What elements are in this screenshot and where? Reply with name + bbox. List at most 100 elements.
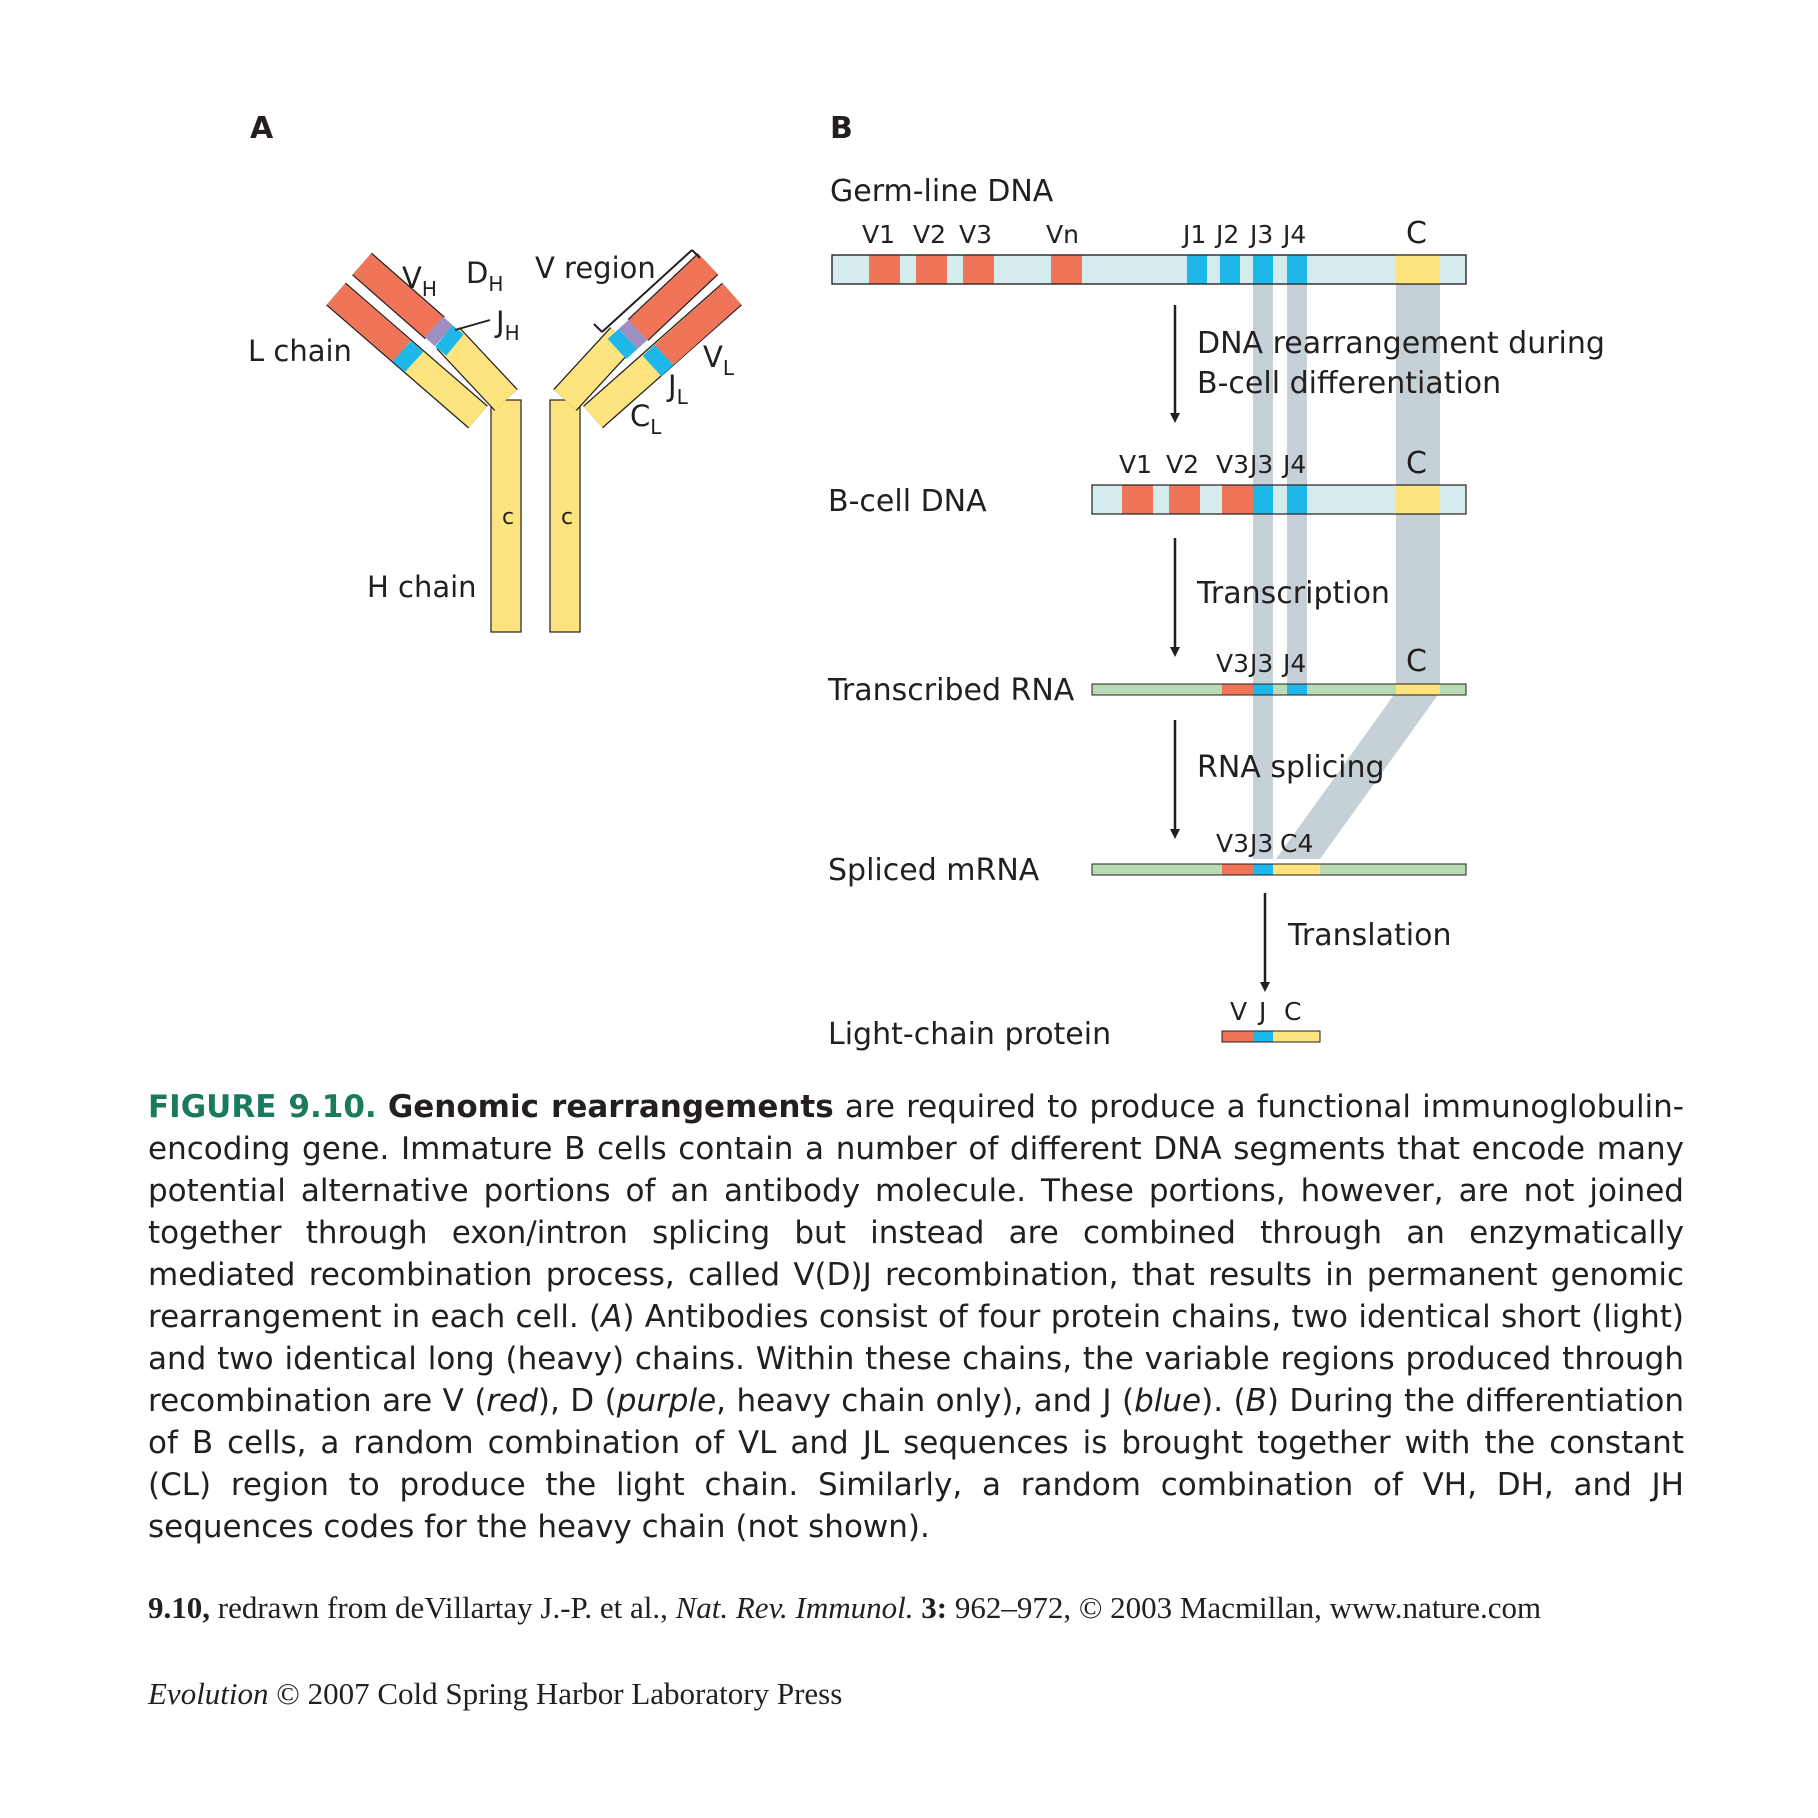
light-v-segment-right bbox=[654, 283, 742, 366]
dh-label: DH bbox=[466, 256, 503, 296]
heavy-constant-left-label: c bbox=[502, 505, 514, 530]
bcell-j3 bbox=[1253, 485, 1273, 514]
light-v-segment-left bbox=[327, 283, 411, 362]
protein-title: Light-chain protein bbox=[828, 1017, 1111, 1052]
v-region-bracket bbox=[601, 249, 701, 333]
germline-j1 bbox=[1187, 255, 1207, 284]
caption-text-5: ). ( bbox=[1201, 1383, 1246, 1419]
rna-j4-label: J4 bbox=[1281, 649, 1306, 678]
rna-j3-label: J3 bbox=[1248, 649, 1273, 678]
rna-title: Transcribed RNA bbox=[827, 673, 1075, 708]
heavy-constant-right-label: c bbox=[561, 505, 573, 530]
rna-v3-label: V3 bbox=[1216, 649, 1249, 678]
mrna-v3 bbox=[1222, 864, 1253, 875]
caption-text-3: ), D ( bbox=[537, 1383, 617, 1419]
protein-c bbox=[1273, 1031, 1320, 1042]
figure-credit: 9.10, redrawn from deVillartay J.-P. et … bbox=[148, 1590, 1541, 1626]
germline-v2-label: V2 bbox=[913, 220, 946, 249]
germline-j3 bbox=[1253, 255, 1273, 284]
protein-j bbox=[1253, 1031, 1273, 1042]
mrna-v3-label: V3 bbox=[1216, 829, 1249, 858]
jh-leader-line bbox=[454, 319, 491, 331]
vh-label: VH bbox=[402, 261, 437, 301]
protein-v-label: V bbox=[1230, 997, 1247, 1026]
light-j-segment-left bbox=[392, 340, 424, 373]
germline-c-label: C bbox=[1406, 216, 1427, 251]
rearrangement-step-line2: B-cell differentiation bbox=[1197, 366, 1501, 401]
credit-figure-number: 9.10, bbox=[148, 1590, 210, 1625]
germline-vn bbox=[1051, 255, 1082, 284]
bcell-j4 bbox=[1287, 485, 1307, 514]
bcell-j4-label: J4 bbox=[1281, 450, 1306, 479]
heavy-chain-stem-left bbox=[490, 399, 522, 633]
j3-connector-band bbox=[1253, 283, 1273, 859]
protein-c-label: C bbox=[1284, 997, 1301, 1026]
mrna-j3 bbox=[1253, 864, 1273, 875]
caption-text-4: , heavy chain only), and J ( bbox=[716, 1383, 1135, 1419]
protein-strand bbox=[1221, 1030, 1321, 1043]
mrna-title: Spliced mRNA bbox=[828, 853, 1040, 888]
caption-blue: blue bbox=[1134, 1383, 1202, 1419]
caption-figure-label: FIGURE 9.10. bbox=[148, 1089, 377, 1125]
protein-j-label: J bbox=[1257, 997, 1266, 1026]
mrna-j3-label: J3 bbox=[1248, 829, 1273, 858]
germline-vn-label: Vn bbox=[1046, 220, 1079, 249]
germline-v1-label: V1 bbox=[862, 220, 895, 249]
bcell-dna-strand bbox=[1091, 484, 1467, 515]
heavy-d-segment-right bbox=[618, 319, 648, 350]
germline-dna-strand bbox=[831, 254, 1467, 285]
caption-red: red bbox=[486, 1383, 538, 1419]
mrna-strand bbox=[1091, 863, 1467, 876]
heavy-chain-stem-right bbox=[549, 399, 581, 633]
credit-volume: 3: bbox=[913, 1590, 948, 1625]
panel-a: A VH DH bbox=[248, 111, 742, 633]
credit-journal: Nat. Rev. Immunol. bbox=[675, 1590, 914, 1625]
caption-text-6: ) During the differentiation of B cells,… bbox=[148, 1383, 1684, 1545]
heavy-d-segment-left bbox=[424, 316, 454, 347]
caption-lead: Genomic rearrangements bbox=[387, 1089, 834, 1125]
protein-v bbox=[1222, 1031, 1253, 1042]
germline-v3-label: V3 bbox=[959, 220, 992, 249]
figure-caption: FIGURE 9.10. Genomic rearrangements are … bbox=[148, 1086, 1684, 1548]
c-splice-connector bbox=[1276, 692, 1440, 859]
bcell-v3 bbox=[1222, 485, 1253, 514]
germline-j4 bbox=[1287, 255, 1307, 284]
v-region-label: V region bbox=[535, 251, 656, 285]
transcription-step: Transcription bbox=[1196, 576, 1390, 611]
vl-label: VL bbox=[703, 340, 735, 380]
rna-j4 bbox=[1287, 684, 1307, 695]
germline-j3-label: J3 bbox=[1248, 220, 1273, 249]
mrna-c4-label: C4 bbox=[1280, 829, 1313, 858]
germline-j4-label: J4 bbox=[1281, 220, 1306, 249]
rna-v3 bbox=[1222, 684, 1253, 695]
copyright-text: © 2007 Cold Spring Harbor Laboratory Pre… bbox=[268, 1676, 843, 1711]
credit-text-1: redrawn from deVillartay J.-P. et al., bbox=[210, 1590, 676, 1625]
translation-step: Translation bbox=[1287, 918, 1451, 953]
book-copyright: Evolution © 2007 Cold Spring Harbor Labo… bbox=[148, 1676, 842, 1712]
credit-text-2: 962–972, © 2003 Macmillan, www.nature.co… bbox=[947, 1590, 1542, 1625]
caption-text-1: are required to produce a functional imm… bbox=[148, 1089, 1684, 1335]
bcell-v2-label: V2 bbox=[1166, 450, 1199, 479]
rna-j3 bbox=[1253, 684, 1273, 695]
rna-c bbox=[1396, 684, 1440, 695]
panel-a-label: A bbox=[250, 111, 274, 146]
germline-v1 bbox=[869, 255, 900, 284]
rearrangement-step-line1: DNA rearrangement during bbox=[1197, 326, 1605, 361]
cl-label: CL bbox=[630, 399, 662, 439]
h-chain-label: H chain bbox=[367, 570, 477, 604]
rna-c-label: C bbox=[1406, 644, 1427, 679]
jh-label: JH bbox=[494, 305, 520, 345]
rna-strand bbox=[1091, 683, 1467, 696]
heavy-chain-left-constant bbox=[437, 327, 517, 411]
germline-v2 bbox=[916, 255, 947, 284]
bcell-c-label: C bbox=[1406, 446, 1427, 481]
mrna-c4 bbox=[1273, 864, 1320, 875]
caption-a-ref: A bbox=[601, 1299, 623, 1335]
l-chain-label: L chain bbox=[248, 334, 352, 368]
figure-diagram: A VH DH bbox=[248, 111, 1605, 1052]
germline-v3 bbox=[963, 255, 994, 284]
heavy-chain-right-constant bbox=[554, 328, 633, 410]
caption-purple: purple bbox=[616, 1383, 717, 1419]
bcell-v3-label: V3 bbox=[1216, 450, 1249, 479]
caption-b-ref: B bbox=[1245, 1383, 1267, 1419]
